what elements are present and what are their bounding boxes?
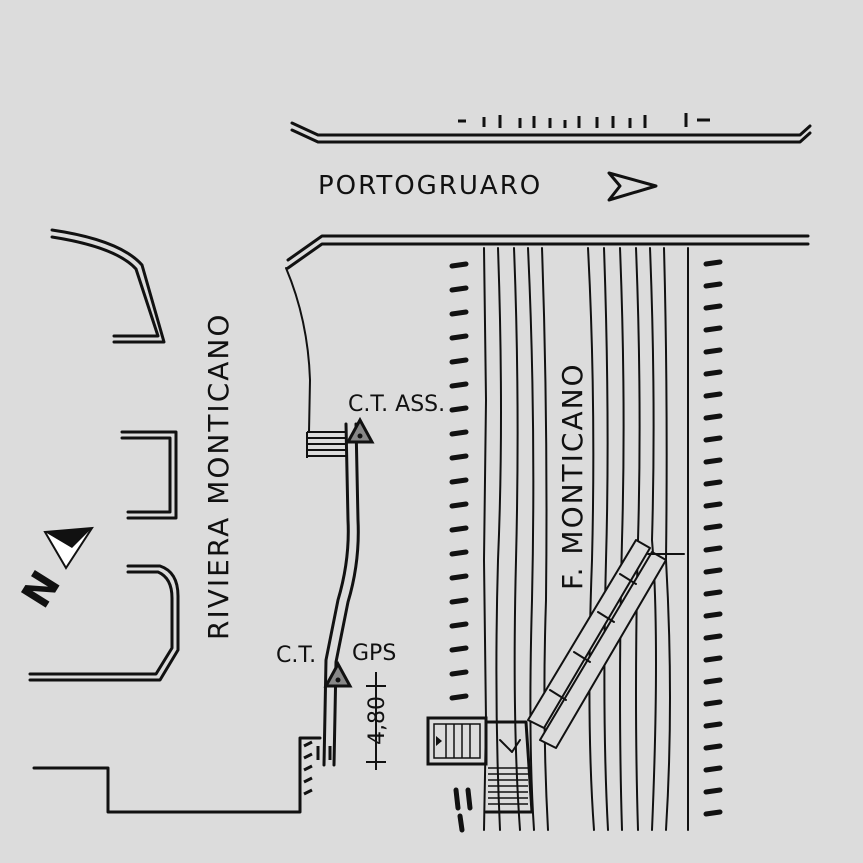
height-marker (366, 672, 386, 770)
north-arrow-icon (43, 526, 94, 570)
riviera-monticano-label: RIVIERA MONTICANO (202, 313, 235, 640)
river-weir (527, 539, 685, 749)
steps-upper (306, 431, 346, 458)
ct-label: C.T. (276, 643, 316, 668)
riviera-path (32, 267, 360, 814)
wall-hatching (303, 740, 332, 796)
control-point-ass-icon (345, 416, 375, 444)
height-value: 4,80 (365, 696, 390, 745)
west-buildings (28, 228, 180, 682)
ct-ass-label: C.T. ASS. (348, 392, 445, 417)
control-point-gps-icon (323, 660, 353, 688)
river-east-bank-hatching (703, 259, 723, 817)
fiume-monticano-label: F. MONTICANO (556, 362, 589, 590)
north-label: N (13, 563, 70, 616)
river-west-bank-hatching (449, 261, 473, 833)
road-tick-marks (458, 113, 710, 128)
portogruaro-label: PORTOGRUARO (318, 171, 542, 201)
gps-label: GPS (352, 641, 396, 666)
lower-stairs (426, 716, 534, 814)
direction-arrow-icon (607, 171, 658, 202)
portogruaro-road (286, 113, 812, 270)
